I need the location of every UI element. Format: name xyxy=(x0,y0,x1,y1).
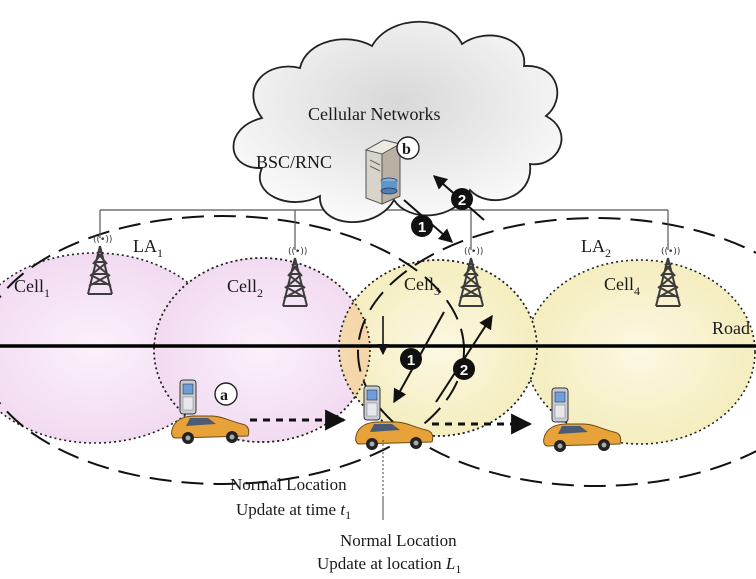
movement-arrows xyxy=(250,409,533,435)
time-update-line1: Normal Location xyxy=(230,475,347,494)
svg-text:1: 1 xyxy=(407,352,415,369)
step-marker-cloud-1: 1 xyxy=(411,215,433,237)
bsc-rnc-label: BSC/RNC xyxy=(256,152,332,172)
marker-a-label: a xyxy=(220,387,228,404)
annotations: Normal Location Update at time t1 Normal… xyxy=(230,440,461,576)
server-icon xyxy=(364,139,402,205)
cloud-title: Cellular Networks xyxy=(308,104,440,124)
step-marker-cloud-2: 2 xyxy=(451,188,473,210)
cloud-shape xyxy=(232,20,563,223)
cellular-network-cloud: Cellular Networks BSC/RNC b xyxy=(232,20,563,223)
area-labels: LA1 LA2 Cell1 Cell2 Cell3 Cell4 Road xyxy=(14,236,750,338)
location-update-line1: Normal Location xyxy=(340,531,457,550)
svg-text:2: 2 xyxy=(460,362,468,379)
cell-1-label: Cell1 xyxy=(14,276,50,300)
marker-b-label: b xyxy=(402,141,411,158)
cell-4-label: Cell4 xyxy=(604,274,640,298)
cell-3-border xyxy=(338,259,538,437)
step-markers: 1 2 1 2 xyxy=(400,188,475,380)
marker-b-circle xyxy=(396,136,420,160)
cell-3-label: Cell3 xyxy=(404,274,440,298)
marker-a-circle xyxy=(214,382,238,406)
cell-2-label: Cell2 xyxy=(227,276,263,300)
step-marker-cell-1: 1 xyxy=(400,348,422,370)
location-area-boundaries xyxy=(0,215,756,487)
la-1-boundary xyxy=(0,215,465,485)
time-update-line2: Update at time t1 xyxy=(236,500,351,522)
svg-text:1: 1 xyxy=(418,219,426,236)
la-1-label: LA1 xyxy=(133,236,163,260)
cell-areas xyxy=(0,252,756,445)
cell-2-border xyxy=(153,257,371,443)
la-2-label: LA2 xyxy=(581,236,611,260)
la-2-boundary xyxy=(357,217,756,487)
step-marker-cell-2: 2 xyxy=(453,358,475,380)
location-update-line2: Update at location L1 xyxy=(317,554,461,574)
road-label: Road xyxy=(712,318,750,338)
vehicles: a xyxy=(171,379,622,453)
svg-text:2: 2 xyxy=(458,192,466,209)
